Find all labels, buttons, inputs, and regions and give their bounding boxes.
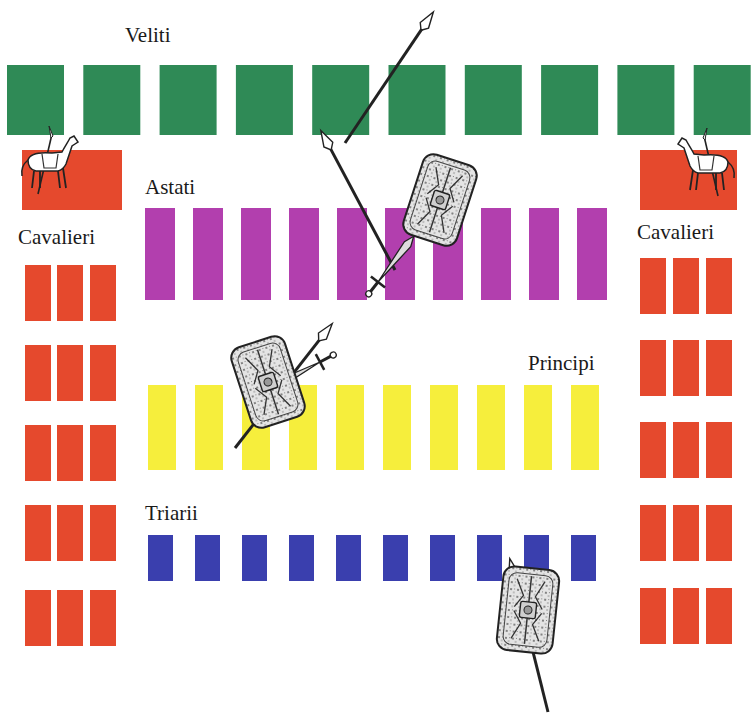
principi-block <box>477 385 505 470</box>
cavalry-block <box>640 588 666 644</box>
cavalry-block <box>706 588 732 644</box>
principi-block <box>571 385 599 470</box>
cavalry-block <box>57 590 83 646</box>
spear-icon <box>341 9 438 146</box>
cavalry-block <box>673 258 699 314</box>
astati-block <box>145 208 175 300</box>
astati-block <box>193 208 223 300</box>
triarii-block <box>430 535 455 581</box>
astati-block <box>577 208 607 300</box>
cavalry-block <box>57 505 83 561</box>
astati-block <box>241 208 271 300</box>
cavalry-block <box>706 422 732 478</box>
cavalry-block <box>706 340 732 396</box>
cavalry-block <box>25 505 51 561</box>
cavalry-block <box>640 340 666 396</box>
cavalry-block <box>90 265 116 321</box>
cavalry-block <box>25 345 51 401</box>
shield-icon <box>228 333 307 430</box>
troop-label: Cavalieri <box>635 221 716 244</box>
sword-icon <box>360 231 421 302</box>
triarii-block <box>148 535 173 581</box>
principi-block <box>524 385 552 470</box>
veliti-block <box>389 65 446 135</box>
troop-label: Cavalieri <box>16 226 97 249</box>
cavalry-block <box>706 505 732 561</box>
astati-block <box>337 208 367 300</box>
horse-icon <box>22 126 78 194</box>
veliti-block <box>236 65 293 135</box>
triarii-block <box>336 535 361 581</box>
troop-label: Astati <box>143 176 197 199</box>
triarii-block <box>242 535 267 581</box>
cavalry-block <box>673 505 699 561</box>
cavalry-block <box>706 258 732 314</box>
shield-icon <box>400 151 479 248</box>
veliti-block <box>465 65 522 135</box>
principi-block <box>430 385 458 470</box>
troop-label: Principi <box>526 352 597 375</box>
veliti-block <box>312 65 369 135</box>
cavalry-block <box>90 425 116 481</box>
principi-block <box>195 385 223 470</box>
cavalry-block <box>90 505 116 561</box>
veliti-block <box>7 65 64 135</box>
cavalry-block <box>25 425 51 481</box>
veliti-block <box>83 65 140 135</box>
cavalry-block <box>673 340 699 396</box>
shield-icon <box>496 565 560 654</box>
triarii-block <box>477 535 502 581</box>
veliti-block <box>160 65 217 135</box>
cavalry-block <box>25 265 51 321</box>
cavalry-block <box>90 345 116 401</box>
cavalry-block <box>25 590 51 646</box>
cavalry-block <box>640 505 666 561</box>
cavalry-block <box>90 590 116 646</box>
veliti-block <box>541 65 598 135</box>
principi-block <box>336 385 364 470</box>
troop-label: Triarii <box>143 502 200 525</box>
troop-label: Veliti <box>123 24 173 47</box>
spear-icon <box>316 128 399 272</box>
triarii-block <box>383 535 408 581</box>
cavalry-block <box>57 425 83 481</box>
principi-block <box>383 385 411 470</box>
triarii-block <box>195 535 220 581</box>
astati-block <box>289 208 319 300</box>
veliti-block <box>694 65 751 135</box>
astati-block <box>529 208 559 300</box>
cavalry-block <box>57 265 83 321</box>
cavalry-block <box>640 422 666 478</box>
cavalry-block <box>673 422 699 478</box>
principi-block <box>148 385 176 470</box>
astati-block <box>481 208 511 300</box>
triarii-block <box>289 535 314 581</box>
cavalry-block <box>640 258 666 314</box>
cavalry-block <box>673 588 699 644</box>
triarii-block <box>571 535 596 581</box>
horse-icon <box>678 128 734 196</box>
veliti-block <box>617 65 674 135</box>
cavalry-block <box>57 345 83 401</box>
